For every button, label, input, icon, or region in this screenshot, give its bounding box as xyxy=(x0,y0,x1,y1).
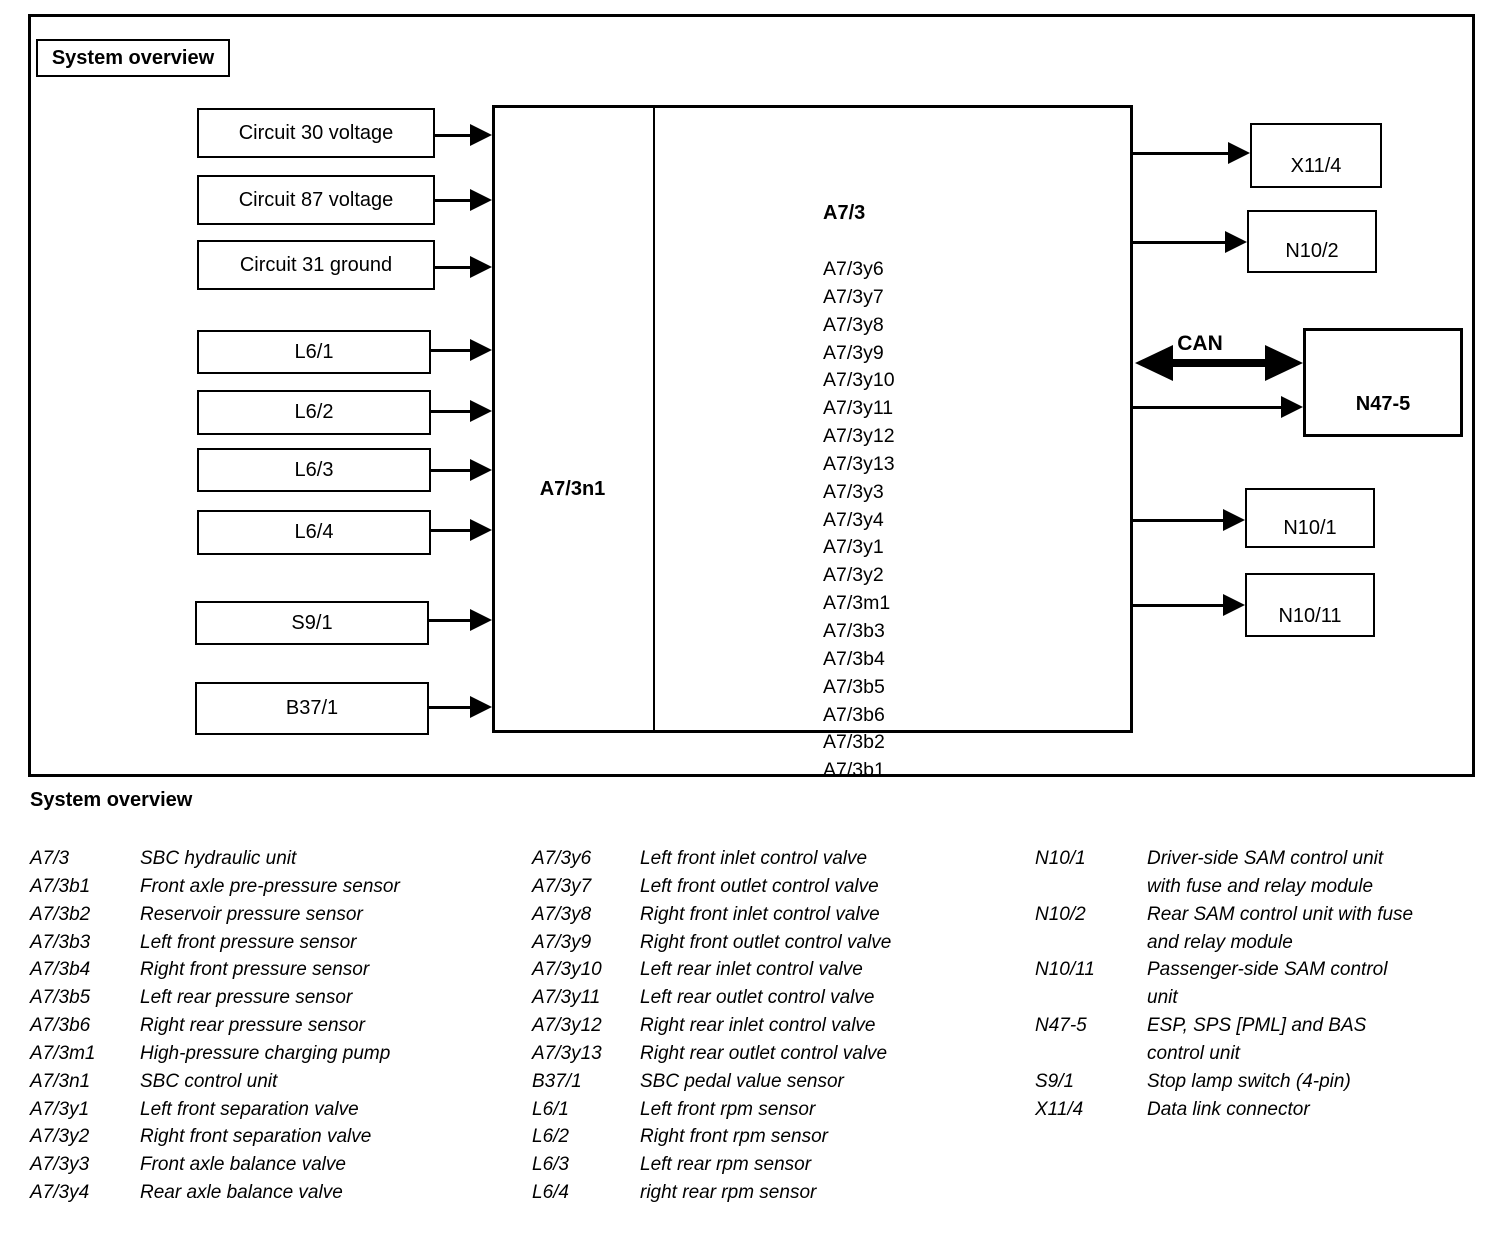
diagram-border xyxy=(28,14,1475,777)
component-list-item: A7/3b3 xyxy=(823,619,885,642)
arrow-circuit-30-to-unit-icon xyxy=(435,124,492,146)
component-list-item: A7/3y3 xyxy=(823,480,884,503)
arrow-l6-4-to-unit-icon xyxy=(431,519,492,541)
arrow-unit-to-n10-11-icon xyxy=(1133,594,1245,616)
component-list-item: A7/3b6 xyxy=(823,703,885,726)
arrow-unit-to-x11-4-icon xyxy=(1133,142,1250,164)
legend-row: X11/4 Data link connector xyxy=(1035,1098,1310,1120)
output-box-n10-2: N10/2 xyxy=(1247,210,1377,273)
component-list-item: A7/3y7 xyxy=(823,285,884,308)
input-box-circuit-31: Circuit 31 ground xyxy=(197,240,435,290)
component-list-item: A7/3y11 xyxy=(823,397,894,420)
input-box-b37-1: B37/1 xyxy=(195,682,429,735)
arrow-circuit-87-to-unit-icon xyxy=(435,189,492,211)
output-box-n10-11: N10/11 xyxy=(1245,573,1375,637)
sbc-unit-divider xyxy=(653,105,655,733)
component-list-item: A7/3y10 xyxy=(823,369,895,392)
component-list-item: A7/3y6 xyxy=(823,258,884,280)
arrow-unit-to-n47-5-icon xyxy=(1133,396,1303,418)
diagram-title-text: System overview xyxy=(51,46,215,69)
output-box-x11-4: X11/4 xyxy=(1250,123,1382,188)
component-list-item: A7/3y12 xyxy=(823,425,895,448)
output-box-n47-5: N47-5 xyxy=(1303,328,1463,437)
component-list-item: A7/3b1 xyxy=(823,759,885,782)
arrow-unit-to-n10-1-icon xyxy=(1133,509,1245,531)
input-box-circuit-30: Circuit 30 voltage xyxy=(197,108,435,158)
sbc-unit-title: A7/3 xyxy=(823,202,866,224)
arrow-circuit-31-to-unit-icon xyxy=(435,256,492,278)
component-list-item: A7/3b4 xyxy=(823,647,885,670)
diagram-title-box: System overview xyxy=(36,39,230,77)
component-list-item: A7/3m1 xyxy=(823,592,891,615)
input-box-l6-3: L6/3 xyxy=(197,448,431,492)
can-bus-double-arrow-icon xyxy=(1135,345,1303,381)
legend-heading: System overview xyxy=(30,789,193,811)
component-list-item: A7/3y4 xyxy=(823,508,884,531)
input-box-l6-2: L6/2 xyxy=(197,390,431,435)
component-list-item: A7/3b2 xyxy=(823,731,885,754)
input-box-circuit-87: Circuit 87 voltage xyxy=(197,175,435,225)
sbc-unit-box xyxy=(492,105,1133,733)
can-bus-label: CAN xyxy=(1177,332,1223,355)
component-list-item: A7/3y9 xyxy=(823,341,884,364)
input-box-l6-4: L6/4 xyxy=(197,510,431,555)
sbc-control-unit-label: A7/3n1 xyxy=(539,478,606,500)
arrow-l6-1-to-unit-icon xyxy=(431,339,492,361)
component-list-item: A7/3y8 xyxy=(823,313,884,336)
output-box-n10-1: N10/1 xyxy=(1245,488,1375,548)
arrow-b37-1-to-unit-icon xyxy=(429,696,492,718)
arrow-unit-to-n10-2-icon xyxy=(1133,231,1247,253)
sbc-component-list: A7/3y6 A7/3y7 A7/3y8 A7/3y9 A7/3y10 A7/3… xyxy=(823,256,895,785)
component-list-item: A7/3b5 xyxy=(823,675,885,698)
input-box-s9-1: S9/1 xyxy=(195,601,429,645)
arrow-l6-3-to-unit-icon xyxy=(431,459,492,481)
component-list-item: A7/3y13 xyxy=(823,452,895,475)
arrow-l6-2-to-unit-icon xyxy=(431,400,492,422)
legend-row: S9/1 Stop lamp switch (4-pin) xyxy=(1035,1070,1351,1092)
component-list-item: A7/3y2 xyxy=(823,564,884,587)
component-list-item: A7/3y1 xyxy=(823,536,884,559)
arrow-s9-1-to-unit-icon xyxy=(429,609,492,631)
input-box-l6-1: L6/1 xyxy=(197,330,431,374)
